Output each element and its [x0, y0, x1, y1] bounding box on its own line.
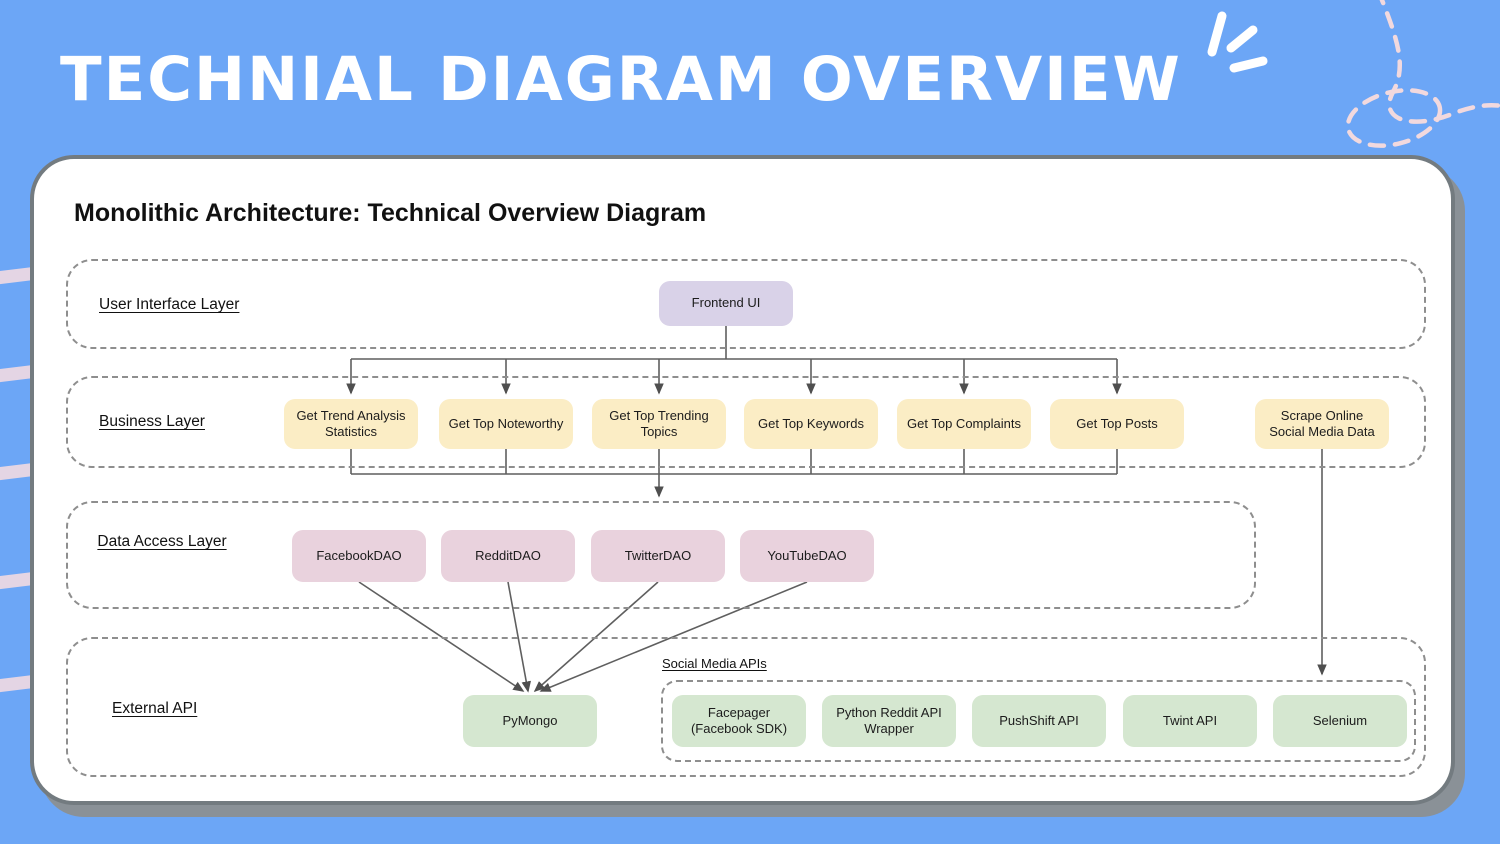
- external-api-layer-label: External API: [112, 700, 198, 717]
- diagram-card: Monolithic Architecture: Technical Overv…: [30, 155, 1455, 805]
- data-access-layer-label: Data Access Layer: [97, 533, 227, 550]
- node-frontend-ui: Frontend UI: [659, 281, 793, 326]
- node-facepager: Facepager (Facebook SDK): [672, 695, 806, 747]
- title-spark-icon: [1207, 11, 1268, 73]
- node-youtube-dao: YouTubeDAO: [740, 530, 874, 582]
- node-selenium: Selenium: [1273, 695, 1407, 747]
- dashed-loop-decoration: [1345, 0, 1500, 148]
- node-get-top-complaints: Get Top Complaints: [897, 399, 1031, 449]
- node-facebook-dao: FacebookDAO: [292, 530, 426, 582]
- node-twint-api: Twint API: [1123, 695, 1257, 747]
- node-python-reddit-api-wrapper: Python Reddit API Wrapper: [822, 695, 956, 747]
- node-scrape-online-social-media-data: Scrape Online Social Media Data: [1255, 399, 1389, 449]
- node-pymongo: PyMongo: [463, 695, 597, 747]
- node-reddit-dao: RedditDAO: [441, 530, 575, 582]
- layer-external-api: [66, 637, 1426, 777]
- node-get-top-noteworthy: Get Top Noteworthy: [439, 399, 573, 449]
- node-get-top-posts: Get Top Posts: [1050, 399, 1184, 449]
- social-media-apis-group: [661, 680, 1416, 762]
- layer-data-access: [66, 501, 1256, 609]
- page-title: TECHNIAL DIAGRAM OVERVIEW: [60, 44, 1182, 115]
- business-layer-label: Business Layer: [99, 413, 205, 430]
- node-get-top-keywords: Get Top Keywords: [744, 399, 878, 449]
- user-interface-layer-label: User Interface Layer: [99, 296, 240, 313]
- node-get-top-trending-topics: Get Top Trending Topics: [592, 399, 726, 449]
- node-get-trend-analysis-statistics: Get Trend Analysis Statistics: [284, 399, 418, 449]
- node-twitter-dao: TwitterDAO: [591, 530, 725, 582]
- node-pushshift-api: PushShift API: [972, 695, 1106, 747]
- diagram-title: Monolithic Architecture: Technical Overv…: [74, 199, 707, 227]
- social-media-apis-label: Social Media APIs: [662, 656, 767, 671]
- layer-business: [66, 376, 1426, 468]
- layer-user-interface: [66, 259, 1426, 349]
